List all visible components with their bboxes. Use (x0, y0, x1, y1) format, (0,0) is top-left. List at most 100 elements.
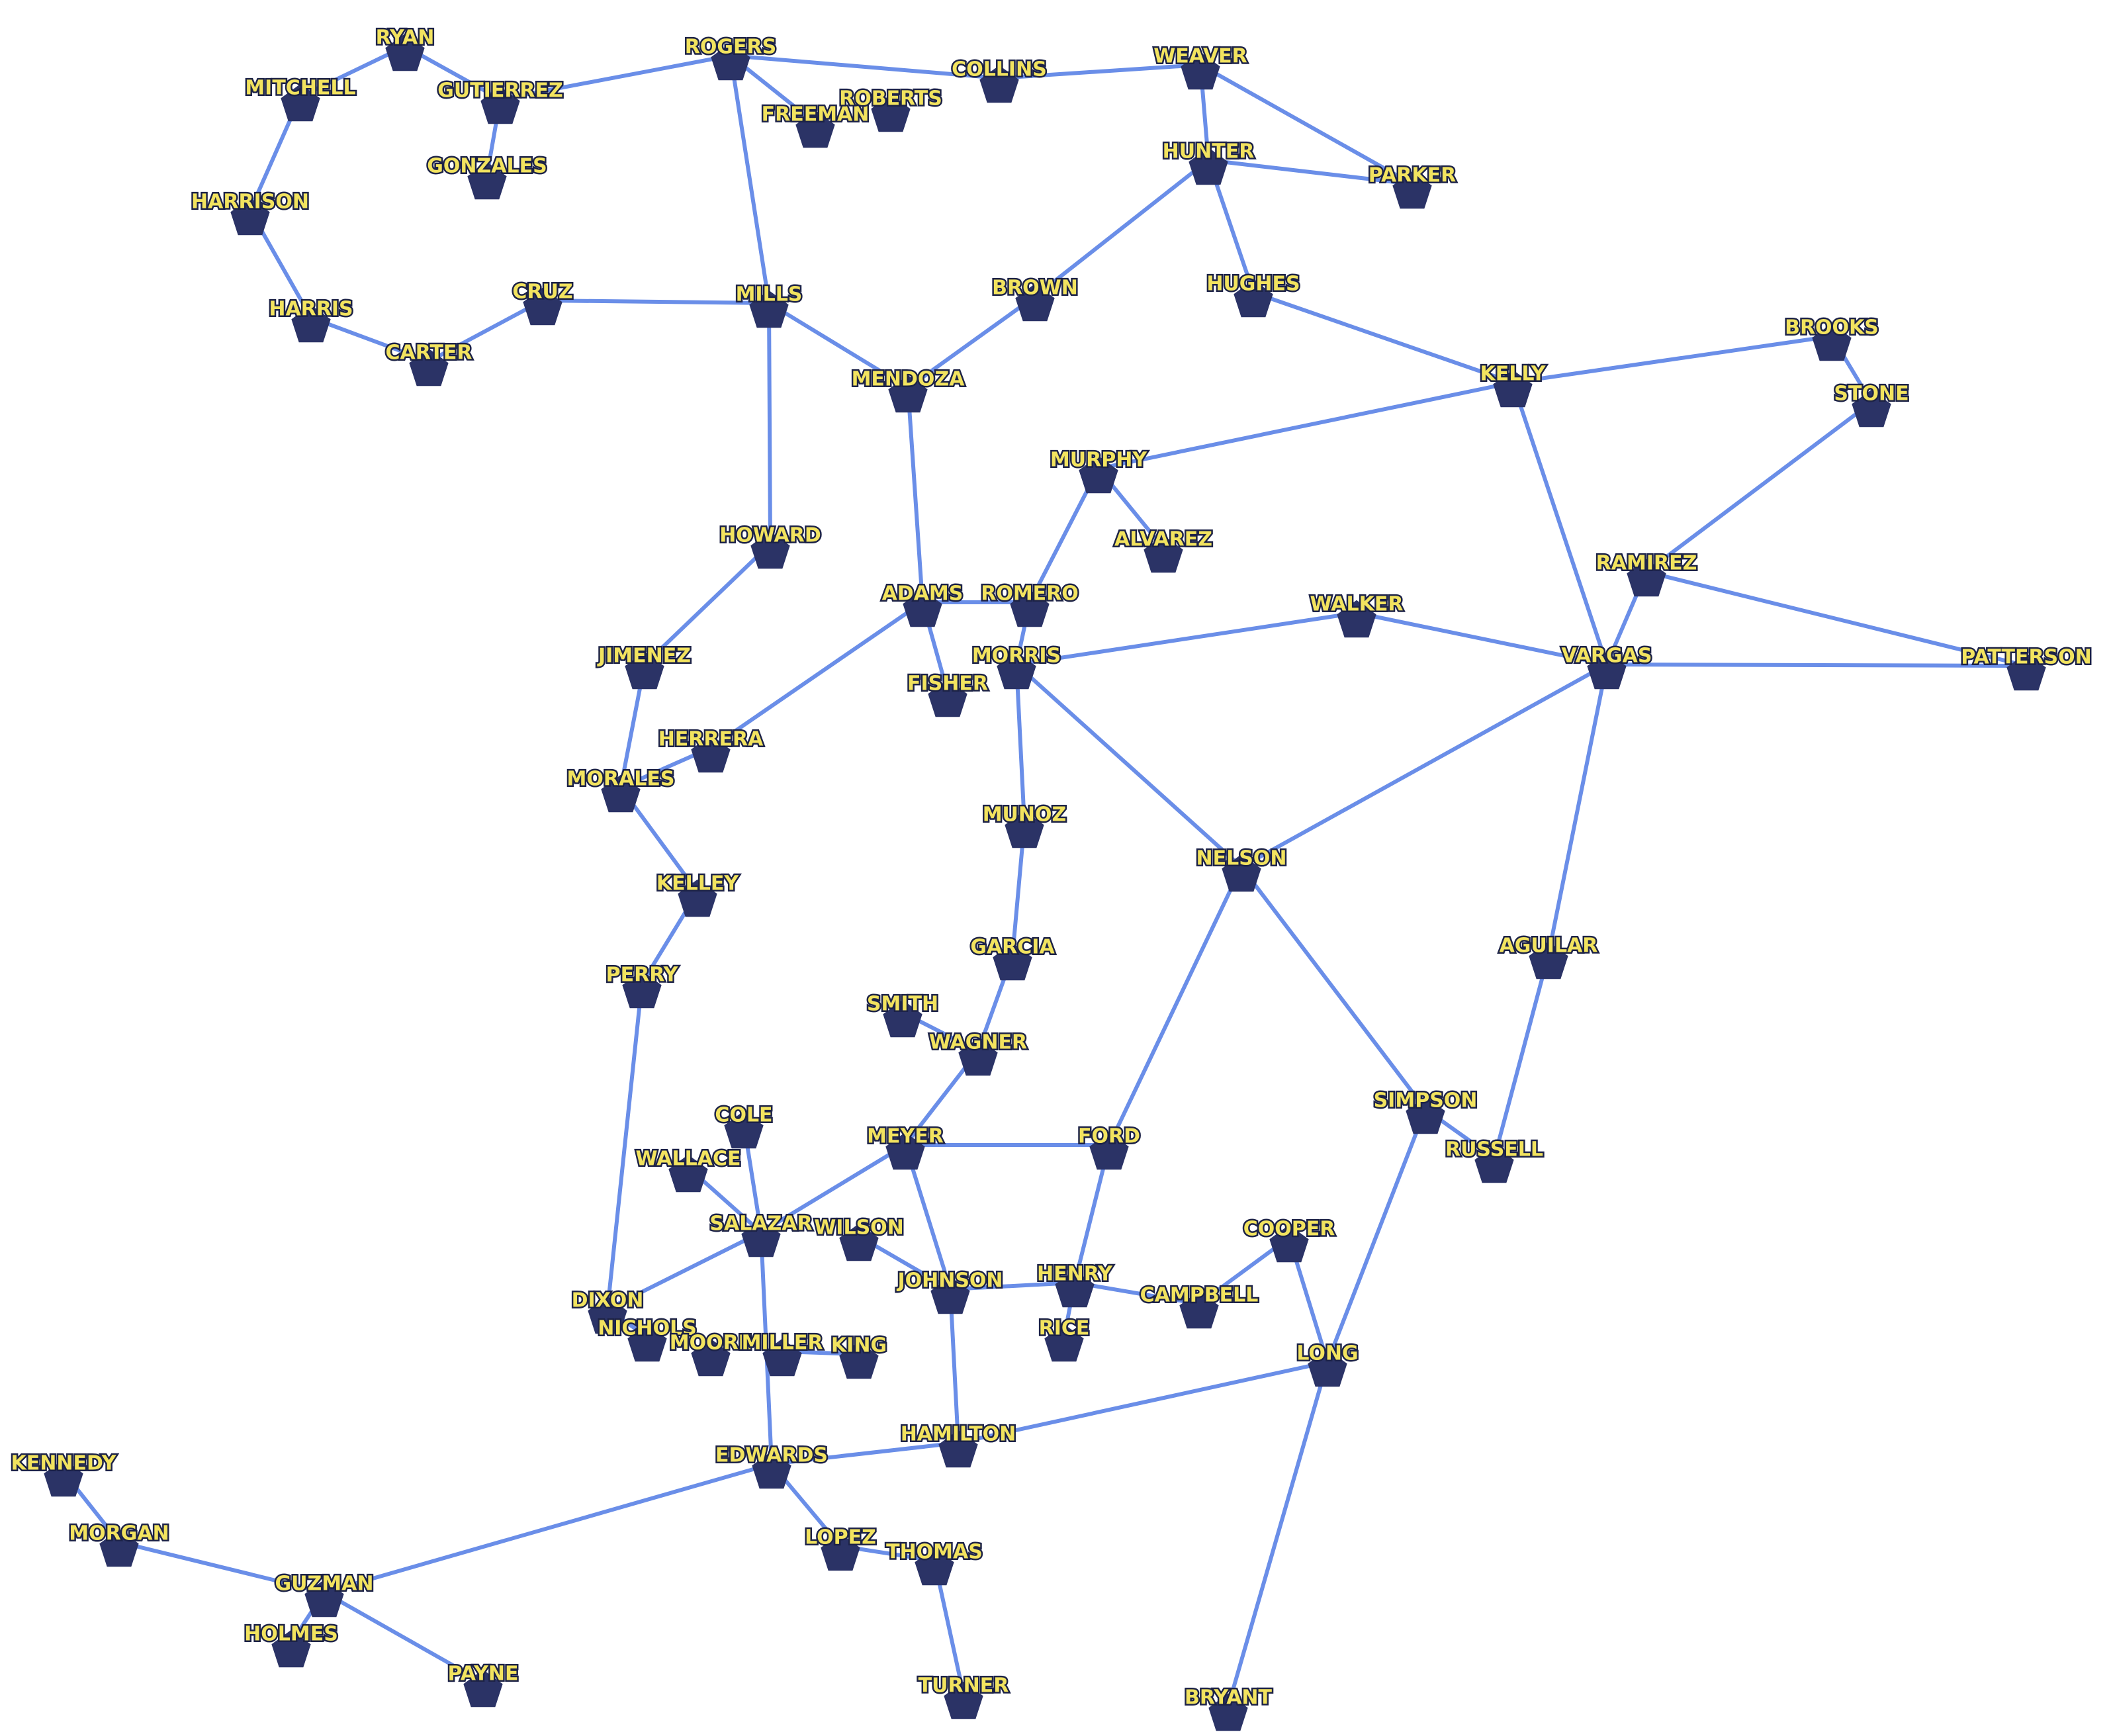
node-lopez[interactable]: LOPEZ (803, 1524, 877, 1571)
node-morris[interactable]: MORRIS (970, 643, 1063, 690)
node-pentagon (938, 1430, 978, 1468)
node-brooks[interactable]: BROOKS (1783, 314, 1880, 361)
node-gutierrez[interactable]: GUTIERREZ (436, 77, 564, 124)
node-thomas[interactable]: THOMAS (885, 1539, 984, 1586)
node-pentagon (741, 1219, 781, 1257)
node-dixon[interactable]: DIXON (570, 1287, 645, 1334)
edge-vargas-patterson (1605, 662, 2028, 668)
node-kelley[interactable]: KELLEY (654, 870, 741, 917)
node-bryant[interactable]: BRYANT (1183, 1684, 1274, 1731)
node-hughes[interactable]: HUGHES (1205, 271, 1302, 318)
node-label: PERRY (606, 964, 679, 987)
node-aguilar[interactable]: AGUILAR (1498, 933, 1599, 980)
node-pentagon (668, 1154, 708, 1193)
node-pentagon (99, 1529, 139, 1567)
node-king[interactable]: KING (829, 1332, 889, 1379)
node-wagner[interactable]: WAGNER (927, 1029, 1029, 1076)
node-kelly[interactable]: KELLY (1478, 361, 1548, 408)
node-parker[interactable]: PARKER (1367, 162, 1458, 209)
node-nichols[interactable]: NICHOLS (596, 1315, 698, 1362)
node-turner[interactable]: TURNER (917, 1672, 1011, 1719)
node-edwards[interactable]: EDWARDS (714, 1442, 829, 1489)
node-wilson[interactable]: WILSON (813, 1214, 905, 1261)
node-pentagon (795, 110, 835, 148)
node-russell[interactable]: RUSSELL (1443, 1136, 1545, 1183)
node-hunter[interactable]: HUNTER (1161, 138, 1256, 185)
node-meyer[interactable]: MEYER (866, 1123, 945, 1170)
node-rogers[interactable]: ROGERS (683, 34, 778, 81)
node-harrison[interactable]: HARRISON (190, 189, 310, 236)
node-kennedy[interactable]: KENNEDY (9, 1450, 118, 1497)
node-freeman[interactable]: FREEMAN (760, 101, 871, 148)
node-payne[interactable]: PAYNE (446, 1661, 520, 1708)
node-garcia[interactable]: GARCIA (969, 934, 1057, 981)
node-herrera[interactable]: HERRERA (656, 726, 766, 773)
node-howard[interactable]: HOWARD (718, 522, 823, 569)
node-label: GARCIA (970, 936, 1055, 959)
node-ford[interactable]: FORD (1077, 1123, 1142, 1170)
node-brown[interactable]: BROWN (991, 275, 1079, 322)
node-jimenez[interactable]: JIMENEZ (595, 643, 693, 690)
node-guzman[interactable]: GUZMAN (273, 1571, 375, 1618)
node-cole[interactable]: COLE (713, 1102, 774, 1149)
node-holmes[interactable]: HOLMES (243, 1621, 339, 1668)
node-mendoza[interactable]: MENDOZA (850, 366, 967, 413)
node-morgan[interactable]: MORGAN (67, 1520, 171, 1567)
node-pentagon (821, 1533, 860, 1571)
node-alvarez[interactable]: ALVAREZ (1113, 526, 1214, 573)
node-pentagon (1015, 283, 1055, 322)
node-munoz[interactable]: MUNOZ (981, 801, 1068, 848)
node-murphy[interactable]: MURPHY (1048, 447, 1149, 494)
node-moore[interactable]: MOORE (668, 1330, 754, 1377)
node-walker[interactable]: WALKER (1308, 591, 1405, 638)
edge-edwards-guzman (322, 1462, 774, 1594)
node-cooper[interactable]: COOPER (1241, 1216, 1337, 1263)
node-nelson[interactable]: NELSON (1194, 845, 1288, 892)
node-ramirez[interactable]: RAMIREZ (1594, 550, 1699, 597)
node-henry[interactable]: HENRY (1036, 1261, 1115, 1308)
node-label: RAMIREZ (1596, 552, 1697, 575)
node-pentagon (749, 290, 789, 328)
node-carter[interactable]: CARTER (384, 340, 474, 387)
node-weaver[interactable]: WEAVER (1152, 43, 1249, 90)
node-harris[interactable]: HARRIS (267, 296, 355, 343)
node-pentagon (627, 1324, 667, 1362)
node-morales[interactable]: MORALES (565, 766, 676, 813)
node-stone[interactable]: STONE (1832, 381, 1910, 428)
node-ryan[interactable]: RYAN (374, 24, 436, 71)
node-layer: RYAN MITCHELL GUTIERREZ GONZALES HARRISON HAR… (9, 24, 2093, 1731)
node-label: WALKER (1310, 593, 1404, 616)
node-campbell[interactable]: CAMPBELL (1138, 1282, 1260, 1329)
node-pentagon (724, 1111, 764, 1149)
node-pentagon (44, 1459, 83, 1497)
node-johnson[interactable]: JOHNSON (895, 1267, 1005, 1314)
node-adams[interactable]: ADAMS (880, 580, 965, 627)
node-rice[interactable]: RICE (1037, 1315, 1091, 1362)
node-collins[interactable]: COLLINS (950, 56, 1048, 103)
node-smith[interactable]: SMITH (865, 991, 940, 1038)
edge-harris-carter (309, 316, 431, 363)
node-label: HARRIS (269, 298, 353, 321)
node-label: RICE (1039, 1317, 1090, 1340)
node-patterson[interactable]: PATTERSON (1959, 644, 2093, 691)
edge-walker-vargas (1355, 611, 1609, 666)
node-gonzales[interactable]: GONZALES (426, 153, 549, 200)
node-romero[interactable]: ROMERO (979, 580, 1080, 627)
node-cruz[interactable]: CRUZ (511, 279, 574, 326)
node-miller[interactable]: MILLER (740, 1330, 825, 1377)
node-roberts[interactable]: ROBERTS (838, 85, 944, 132)
node-pentagon (1089, 1132, 1129, 1170)
node-label: TURNER (919, 1674, 1009, 1698)
node-vargas[interactable]: VARGAS (1560, 643, 1654, 690)
node-perry[interactable]: PERRY (604, 962, 680, 1009)
node-wallace[interactable]: WALLACE (634, 1146, 742, 1193)
node-long[interactable]: LONG (1295, 1340, 1360, 1387)
node-simpson[interactable]: SIMPSON (1372, 1087, 1479, 1134)
node-label: HUGHES (1206, 273, 1300, 296)
edge-cruz-mills (541, 298, 771, 305)
node-mitchell[interactable]: MITCHELL (244, 75, 357, 122)
node-fisher[interactable]: FISHER (906, 670, 989, 717)
node-hamilton[interactable]: HAMILTON (899, 1421, 1018, 1468)
node-salazar[interactable]: SALAZAR (708, 1211, 814, 1257)
node-mills[interactable]: MILLS (734, 281, 804, 328)
